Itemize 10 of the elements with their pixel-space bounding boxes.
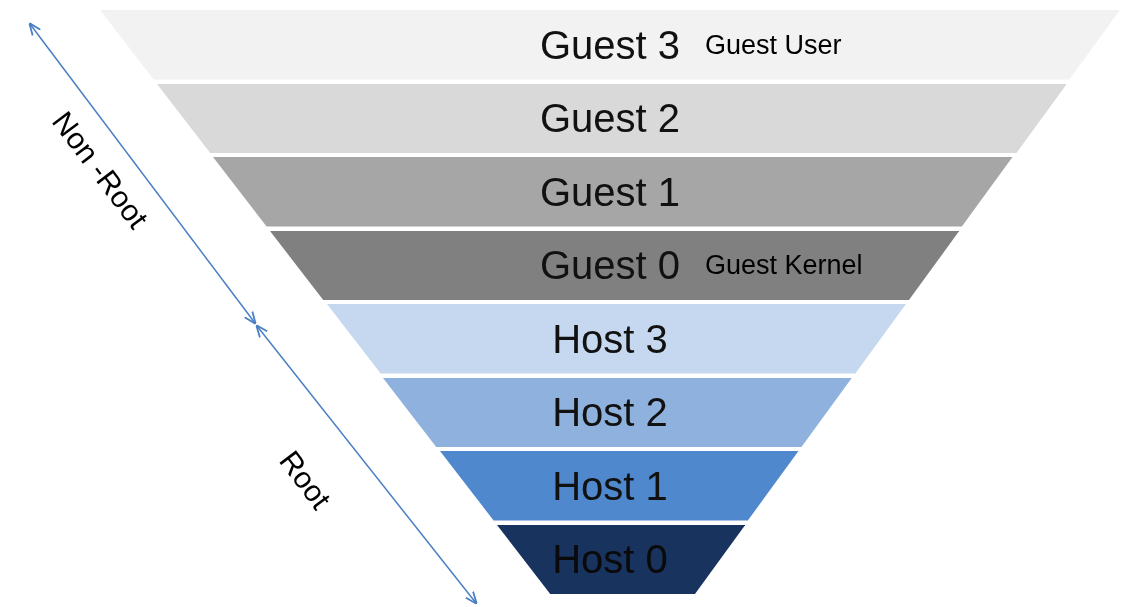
band-label: Host 3 bbox=[552, 316, 668, 362]
band-label: Host 2 bbox=[552, 389, 668, 435]
band-label: Guest 1 bbox=[539, 169, 680, 215]
band-label: Guest 0 bbox=[539, 242, 680, 288]
band-label: Guest 2 bbox=[539, 95, 680, 141]
layer-note: Guest User bbox=[705, 29, 842, 61]
band-label: Guest 3 bbox=[539, 22, 681, 68]
layer-note: Guest Kernel bbox=[705, 249, 863, 281]
band-label: Host 0 bbox=[552, 536, 668, 582]
band-label: Host 1 bbox=[552, 463, 668, 509]
